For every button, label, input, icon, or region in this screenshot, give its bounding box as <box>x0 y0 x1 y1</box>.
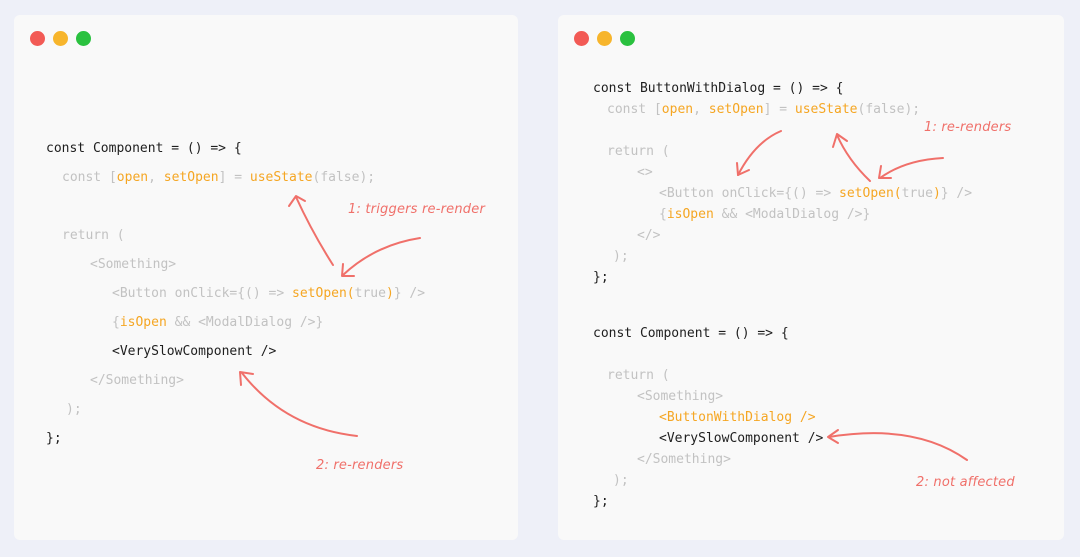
code-line-return-close: ); <box>613 249 629 264</box>
code-token-open: open <box>116 170 149 185</box>
annotation-triggers-rerender: 1: triggers re-render <box>348 202 485 217</box>
code-token: } /> <box>393 286 426 301</box>
annotation-not-affected: 2: not affected <box>916 475 1015 490</box>
code-token: && <ModalDialog />} <box>166 315 324 330</box>
code-token-open: open <box>661 102 694 117</box>
code-token: ) <box>932 186 941 201</box>
annotation-rerenders: 1: re-renders <box>924 120 1012 135</box>
code-line-button: <Button onClick={() => setOpen(true)} /> <box>112 286 425 302</box>
code-line-return: return ( <box>607 368 670 383</box>
code-token: (false); <box>857 102 921 117</box>
code-line-fragment-open: <> <box>637 165 653 180</box>
code-token: const [ <box>607 102 662 117</box>
code-line-usestate: const [open, setOpen] = useState(false); <box>607 102 920 118</box>
minimize-dot-icon <box>53 31 68 46</box>
code-token-usestate: useState <box>249 170 313 185</box>
window-controls <box>30 31 91 46</box>
code-line-something-open: <Something> <box>90 257 177 272</box>
code-token: } /> <box>940 186 973 201</box>
code-token-isopen: isOpen <box>119 315 167 330</box>
code-line-return: return ( <box>62 228 125 243</box>
code-token-setopen: setOpen( <box>292 286 355 301</box>
code-line-buttonwithdialog-decl: const ButtonWithDialog = () => { <box>593 81 844 96</box>
code-token-setopen: setOpen <box>163 170 219 185</box>
code-token: true <box>354 286 386 301</box>
code-line-fragment-close: </> <box>637 228 661 243</box>
code-line-button: <Button onClick={() => setOpen(true)} /> <box>659 186 972 202</box>
code-token: <Button onClick={() => <box>112 286 293 301</box>
close-dot-icon <box>574 31 589 46</box>
maximize-dot-icon <box>76 31 91 46</box>
annotation-rerenders: 2: re-renders <box>316 458 404 473</box>
code-window-before <box>14 15 518 540</box>
code-line-modal: {isOpen && <ModalDialog />} <box>659 207 870 223</box>
code-token: ) <box>385 286 394 301</box>
code-token: , <box>148 170 164 185</box>
code-line-component-decl: const Component = () => { <box>593 326 789 341</box>
code-token: { <box>659 207 667 222</box>
code-line-usestate: const [open, setOpen] = useState(false); <box>62 170 375 186</box>
code-token: , <box>693 102 709 117</box>
code-token: true <box>901 186 933 201</box>
code-token-usestate: useState <box>794 102 858 117</box>
code-token: const [ <box>62 170 117 185</box>
code-line-component-decl: const Component = () => { <box>46 141 242 156</box>
code-token: <Button onClick={() => <box>659 186 840 201</box>
code-token: && <ModalDialog />} <box>713 207 871 222</box>
code-line-return: return ( <box>607 144 670 159</box>
code-token-setopen: setOpen( <box>839 186 902 201</box>
code-line-very-slow-component: <VerySlowComponent /> <box>112 344 277 359</box>
maximize-dot-icon <box>620 31 635 46</box>
minimize-dot-icon <box>597 31 612 46</box>
code-line-return-close: ); <box>66 402 82 417</box>
code-line-return-close: ); <box>613 473 629 488</box>
code-line-component-close: }; <box>46 431 62 446</box>
code-line-modal: {isOpen && <ModalDialog />} <box>112 315 323 331</box>
code-line-component-close: }; <box>593 494 609 509</box>
code-token: (false); <box>312 170 376 185</box>
close-dot-icon <box>30 31 45 46</box>
code-line-something-close: </Something> <box>90 373 184 388</box>
code-line-buttonwithdialog-close: }; <box>593 270 609 285</box>
code-line-very-slow-component: <VerySlowComponent /> <box>659 431 824 446</box>
code-line-something-open: <Something> <box>637 389 724 404</box>
window-controls <box>574 31 635 46</box>
code-token: { <box>112 315 120 330</box>
code-token-isopen: isOpen <box>666 207 714 222</box>
code-token-setopen: setOpen <box>708 102 764 117</box>
code-line-something-close: </Something> <box>637 452 731 467</box>
code-token: ] = <box>763 102 795 117</box>
code-token: ] = <box>218 170 250 185</box>
code-line-buttonwithdialog-usage: <ButtonWithDialog /> <box>659 410 816 425</box>
code-window-after <box>558 15 1064 540</box>
